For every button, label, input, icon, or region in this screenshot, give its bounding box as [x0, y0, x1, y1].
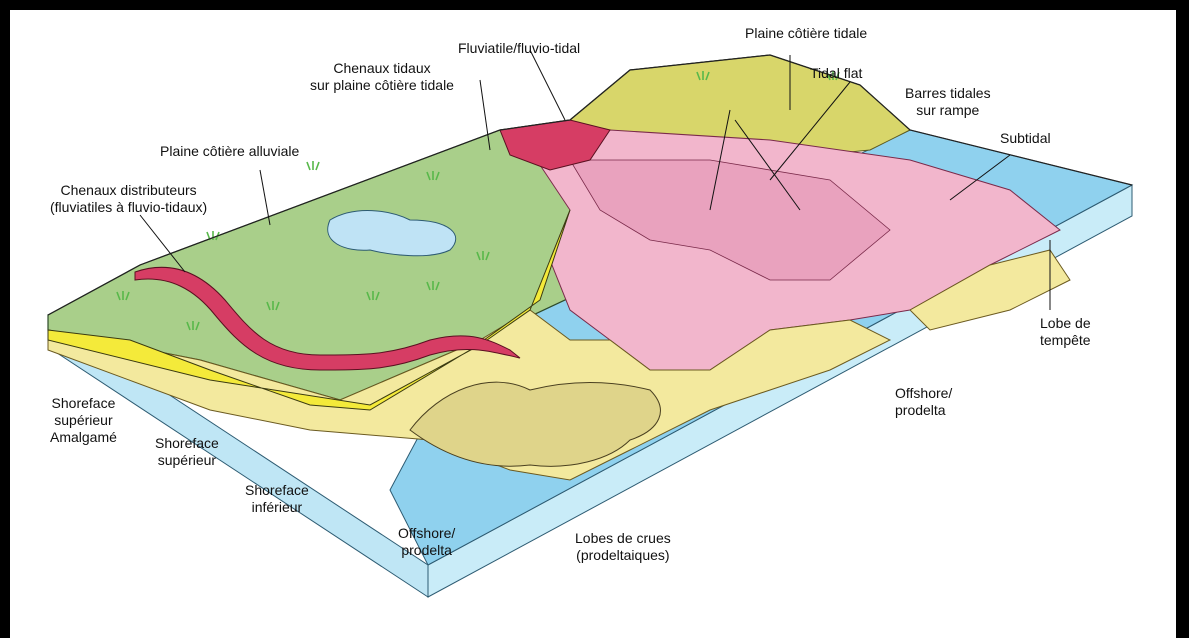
label-lobe-tempete: Lobe de tempête [1040, 315, 1091, 349]
label-shoreface-superieur-line1: Shoreface [155, 435, 219, 452]
label-offshore-right-line2: prodelta [895, 402, 952, 419]
label-offshore-right: Offshore/ prodelta [895, 385, 952, 419]
label-lobes-crues: Lobes de crues (prodeltaiques) [575, 530, 671, 564]
label-tidal-flat: Tidal flat [810, 65, 862, 82]
label-chenaux-distributeurs-line1: Chenaux distributeurs [50, 182, 207, 199]
label-chenaux-tidaux: Chenaux tidaux sur plaine côtière tidale [310, 60, 454, 94]
label-lobes-crues-line2: (prodeltaiques) [575, 547, 671, 564]
label-lobe-tempete-line1: Lobe de [1040, 315, 1091, 332]
label-shoreface-amalgame: Shoreface supérieur Amalgamé [50, 395, 117, 446]
label-shoreface-inferieur: Shoreface inférieur [245, 482, 309, 516]
label-subtidal: Subtidal [1000, 130, 1051, 147]
label-barres-tidales: Barres tidales sur rampe [905, 85, 991, 119]
label-shoreface-amalgame-line3: Amalgamé [50, 429, 117, 446]
label-plaine-tidale-line1: Plaine côtière tidale [745, 25, 867, 42]
label-offshore-right-line1: Offshore/ [895, 385, 952, 402]
label-lobes-crues-line1: Lobes de crues [575, 530, 671, 547]
label-chenaux-tidaux-line1: Chenaux tidaux [310, 60, 454, 77]
label-shoreface-inferieur-line2: inférieur [245, 499, 309, 516]
label-chenaux-distributeurs-line2: (fluviatiles à fluvio-tidaux) [50, 199, 207, 216]
label-barres-tidales-line2: sur rampe [905, 102, 991, 119]
label-lobe-tempete-line2: tempête [1040, 332, 1091, 349]
label-offshore-bottom-line1: Offshore/ [398, 525, 455, 542]
label-plaine-alluviale-line1: Plaine côtière alluviale [160, 143, 299, 160]
label-subtidal-line1: Subtidal [1000, 130, 1051, 147]
label-shoreface-superieur-line2: supérieur [155, 452, 219, 469]
label-shoreface-inferieur-line1: Shoreface [245, 482, 309, 499]
diagram-frame: Fluviatile/fluvio-tidal Plaine côtière t… [10, 10, 1176, 638]
label-shoreface-amalgame-line2: supérieur [50, 412, 117, 429]
label-offshore-bottom: Offshore/ prodelta [398, 525, 455, 559]
label-fluviatile: Fluviatile/fluvio-tidal [458, 40, 580, 57]
label-barres-tidales-line1: Barres tidales [905, 85, 991, 102]
label-fluviatile-line1: Fluviatile/fluvio-tidal [458, 40, 580, 57]
label-shoreface-superieur: Shoreface supérieur [155, 435, 219, 469]
label-tidal-flat-line1: Tidal flat [810, 65, 862, 82]
label-chenaux-tidaux-line2: sur plaine côtière tidale [310, 77, 454, 94]
label-shoreface-amalgame-line1: Shoreface [50, 395, 117, 412]
label-offshore-bottom-line2: prodelta [398, 542, 455, 559]
label-chenaux-distributeurs: Chenaux distributeurs (fluviatiles à flu… [50, 182, 207, 216]
label-plaine-tidale: Plaine côtière tidale [745, 25, 867, 42]
label-plaine-alluviale: Plaine côtière alluviale [160, 143, 299, 160]
